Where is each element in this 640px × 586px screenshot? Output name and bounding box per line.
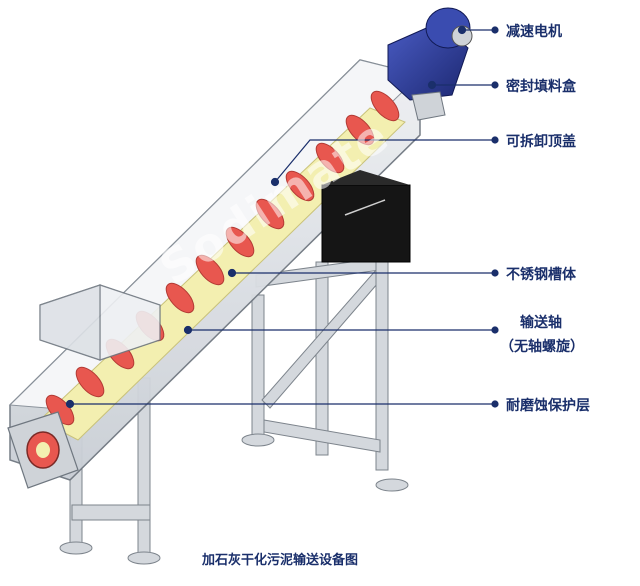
label-shaft-note: （无轴螺旋）	[500, 339, 584, 355]
inlet-hopper	[39, 284, 161, 361]
label-trough: 不锈钢槽体	[506, 267, 576, 283]
leader-lines	[65, 25, 499, 409]
gear-motor	[387, 7, 473, 121]
label-cover: 可拆卸顶盖	[506, 134, 576, 150]
label-motor: 减速电机	[506, 24, 562, 40]
label-gland: 密封填料盒	[506, 79, 576, 95]
label-liner: 耐磨蚀保护层	[506, 398, 590, 414]
figure-caption: 加石灰干化污泥输送设备图	[201, 553, 358, 568]
label-shaft: 输送轴	[520, 315, 562, 331]
end-flange	[7, 411, 79, 489]
discharge-housing	[321, 170, 411, 263]
